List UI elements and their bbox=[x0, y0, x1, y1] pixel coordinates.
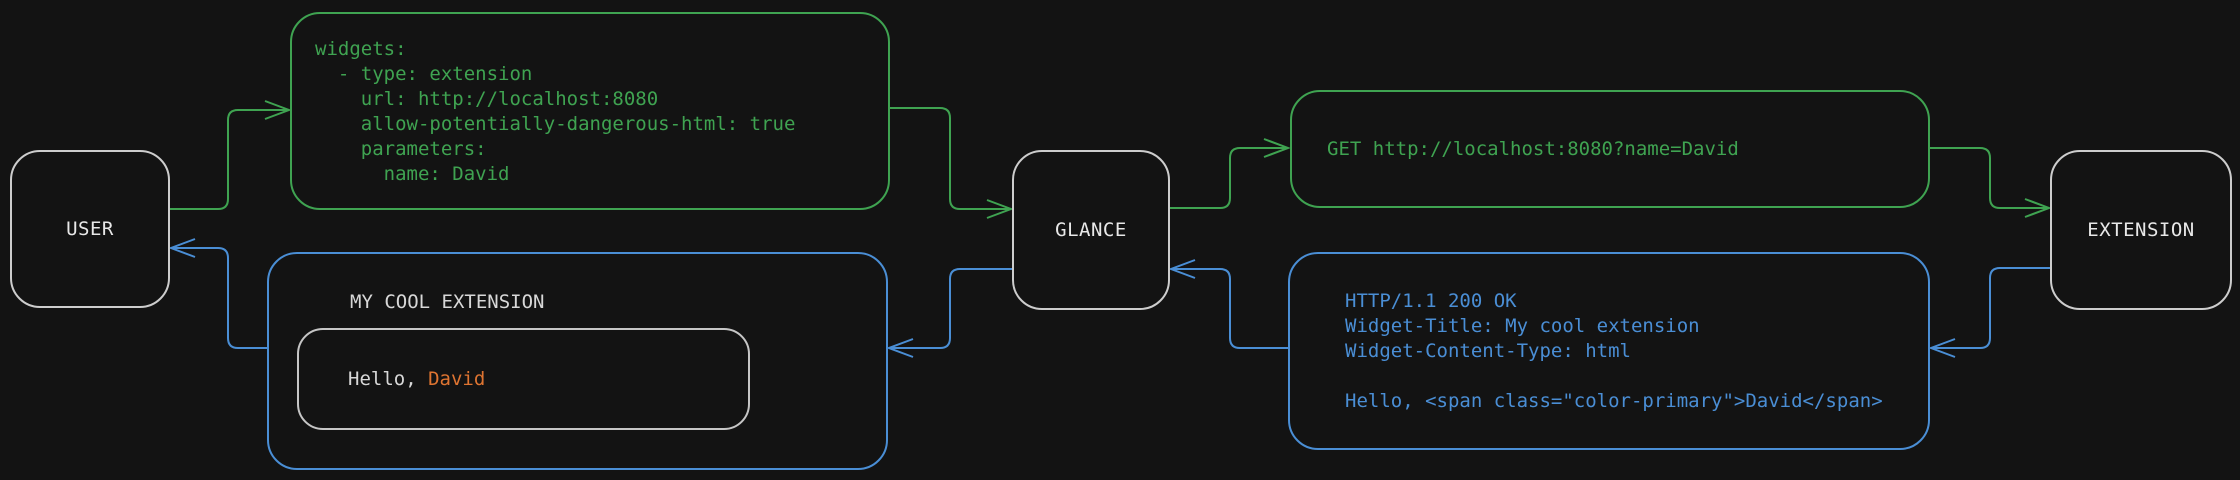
user-node-label: USER bbox=[66, 218, 114, 240]
widget-preview-box: MY COOL EXTENSION Hello, David bbox=[267, 252, 888, 470]
config-code-line: parameters: bbox=[315, 138, 487, 160]
response-code-line: HTTP/1.1 200 OK bbox=[1345, 290, 1517, 312]
connector-widget-to-user bbox=[173, 247, 267, 349]
arrowhead-into-response bbox=[1928, 338, 1956, 358]
arrowhead-into-glance-left bbox=[986, 199, 1014, 219]
config-code-line: url: http://localhost:8080 bbox=[315, 88, 659, 110]
widget-hello-box: Hello, David bbox=[297, 328, 750, 430]
connector-request-to-extension bbox=[1930, 147, 2047, 209]
user-node: USER bbox=[10, 150, 170, 308]
config-code-line: name: David bbox=[315, 163, 510, 185]
hello-name-text: David bbox=[428, 368, 486, 390]
response-code-line: Widget-Title: My cool extension bbox=[1345, 315, 1700, 337]
config-code-box: widgets: - type: extension url: http://l… bbox=[290, 12, 890, 210]
config-code-line: - type: extension bbox=[315, 63, 533, 85]
arrowhead-into-glance-right bbox=[1168, 259, 1196, 279]
connector-config-to-glance bbox=[890, 107, 1009, 210]
response-code-line bbox=[1345, 364, 1928, 389]
arrowhead-into-extension bbox=[2024, 198, 2052, 218]
response-code: HTTP/1.1 200 OK Widget-Title: My cool ex… bbox=[1290, 254, 1928, 414]
connector-response-to-glance bbox=[1173, 268, 1288, 349]
config-code: widgets: - type: extension url: http://l… bbox=[292, 14, 888, 187]
request-text: GET http://localhost:8080?name=David bbox=[1327, 137, 1739, 160]
arrowhead-into-user bbox=[168, 238, 196, 258]
connector-extension-to-response bbox=[1933, 267, 2050, 349]
extension-node: EXTENSION bbox=[2050, 150, 2232, 310]
extension-node-label: EXTENSION bbox=[2087, 219, 2195, 241]
request-code-box: GET http://localhost:8080?name=David bbox=[1290, 90, 1930, 208]
response-code-line: Widget-Content-Type: html bbox=[1345, 340, 1631, 362]
connector-user-to-config bbox=[170, 109, 287, 210]
glance-node-label: GLANCE bbox=[1055, 219, 1127, 241]
response-code-line: Hello, <span class="color-primary">David… bbox=[1345, 390, 1883, 412]
glance-node: GLANCE bbox=[1012, 150, 1170, 310]
arrowhead-into-widget bbox=[886, 338, 914, 358]
arrowhead-into-config bbox=[264, 100, 292, 120]
response-code-box: HTTP/1.1 200 OK Widget-Title: My cool ex… bbox=[1288, 252, 1930, 450]
arrowhead-into-request bbox=[1263, 138, 1291, 158]
connector-glance-to-request bbox=[1170, 147, 1286, 209]
hello-prefix-text: Hello, bbox=[348, 368, 429, 390]
config-code-line: widgets: bbox=[315, 38, 407, 60]
connector-glance-to-widget bbox=[891, 268, 1012, 349]
widget-title: MY COOL EXTENSION bbox=[350, 291, 545, 313]
config-code-line: allow-potentially-dangerous-html: true bbox=[315, 113, 796, 135]
